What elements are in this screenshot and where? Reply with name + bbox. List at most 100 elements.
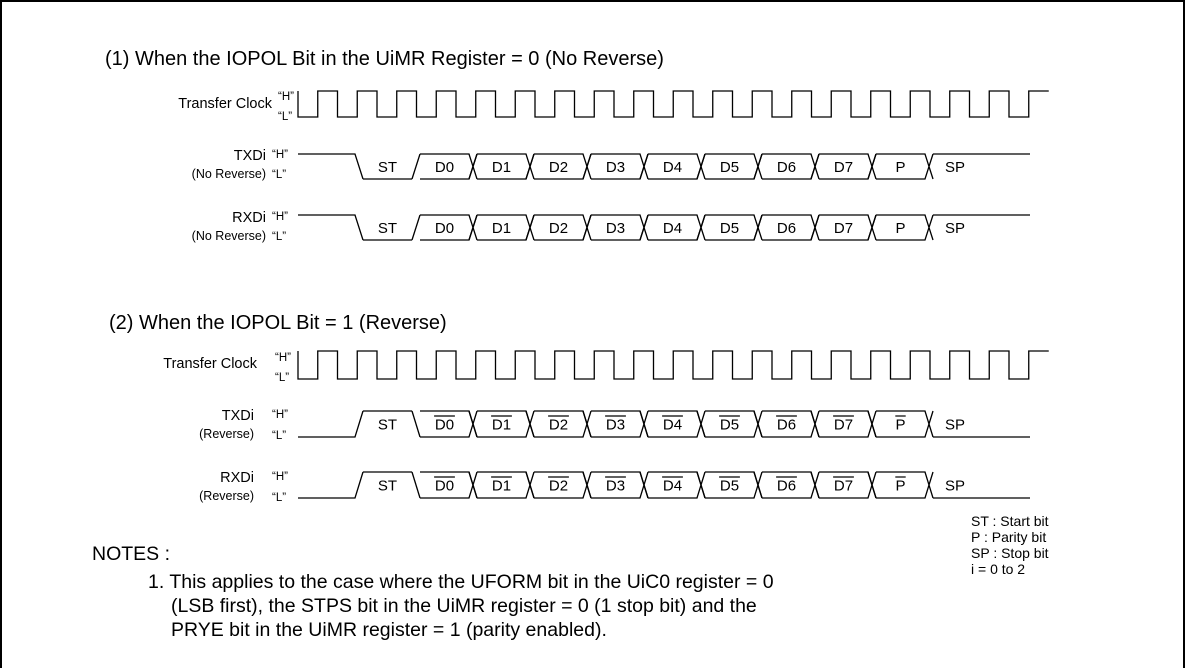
bit-label: D2 — [549, 478, 568, 495]
txd-wave-edge — [411, 410, 421, 438]
txd-wave-edge — [810, 410, 820, 438]
rxd-wave-cell — [876, 214, 934, 241]
rxd-wave-edge — [411, 471, 421, 499]
bit-label: D6 — [777, 220, 796, 237]
bit-label: D2 — [549, 159, 568, 176]
bit-label: D0 — [435, 417, 454, 434]
bit-label: D5 — [720, 417, 739, 434]
rxd-wave-edge — [867, 214, 877, 241]
bit-label: ST — [378, 478, 397, 495]
txd-wave-edge — [468, 410, 478, 438]
rxd-wave-edge — [810, 214, 820, 241]
high-level-label: “H” — [272, 149, 288, 161]
txd-wave-edge — [468, 153, 478, 180]
signal-name: TXDi — [222, 408, 254, 424]
txd-wave-edge — [753, 153, 763, 180]
bit-label: D4 — [663, 417, 682, 434]
bit-label: SP — [945, 417, 965, 434]
txd-wave-lead — [298, 410, 364, 438]
bit-label: P — [895, 417, 905, 434]
bit-label: D7 — [834, 159, 853, 176]
txd-wave-edge — [582, 153, 592, 180]
high-level-label: “H” — [278, 91, 294, 103]
note-line-2: (LSB first), the STPS bit in the UiMR re… — [171, 595, 757, 617]
section2-rxd-row: RXDi (Reverse) “H” “L” — [199, 470, 288, 504]
bit-label: D7 — [834, 478, 853, 495]
bit-label: D6 — [777, 478, 796, 495]
note-line-3: PRYE bit in the UiMR register = 1 (parit… — [171, 619, 607, 641]
rxd-wave-edge — [696, 471, 706, 499]
legend-index-range: i = 0 to 2 — [971, 561, 1025, 577]
low-level-label: “L” — [272, 169, 286, 181]
legend-stop-bit: SP : Stop bit — [971, 545, 1049, 561]
bit-label: ST — [378, 159, 397, 176]
bit-label: D7 — [834, 220, 853, 237]
txd-wave-edge — [639, 410, 649, 438]
rxd-wave-edge — [696, 214, 706, 241]
bit-label: D4 — [663, 159, 682, 176]
low-level-label: “L” — [272, 231, 286, 243]
rxd-wave-edge — [753, 214, 763, 241]
bit-label: D1 — [492, 417, 511, 434]
rxd-wave-edge — [639, 214, 649, 241]
high-level-label: “H” — [272, 409, 288, 421]
signal-subtitle: (Reverse) — [199, 489, 254, 503]
txd-wave-edge — [753, 410, 763, 438]
bit-label: D5 — [720, 220, 739, 237]
bit-label: SP — [945, 478, 965, 495]
section1-rxd-row: RXDi (No Reverse) “H” “L” — [192, 210, 288, 243]
section1-clock-row: Transfer Clock “H” “L” — [178, 91, 294, 123]
bit-label: D6 — [777, 417, 796, 434]
section1-title: (1) When the IOPOL Bit in the UiMR Regis… — [105, 48, 664, 70]
transfer-clock-wave — [297, 350, 1049, 380]
high-level-label: “H” — [272, 211, 288, 223]
bit-label: D1 — [492, 220, 511, 237]
bit-label: D2 — [549, 417, 568, 434]
low-level-label: “L” — [272, 492, 286, 504]
rxd-wave-edge — [411, 214, 421, 241]
txd-wave-edge — [525, 410, 535, 438]
txd-wave-edge — [582, 410, 592, 438]
bit-label: D0 — [435, 220, 454, 237]
txd-wave-edge — [867, 153, 877, 180]
rxd-wave-edge — [753, 471, 763, 499]
rxd-wave-lead — [298, 471, 364, 499]
bit-label: D6 — [777, 159, 796, 176]
txd-wave-cell — [876, 410, 934, 438]
low-level-label: “L” — [278, 111, 292, 123]
rxd-wave-edge — [468, 471, 478, 499]
txd-wave-cell — [876, 153, 934, 180]
rxd-wave-edge — [525, 471, 535, 499]
bit-label: D0 — [435, 159, 454, 176]
bit-label: D0 — [435, 478, 454, 495]
txd-wave-edge — [639, 153, 649, 180]
txd-wave-edge — [525, 153, 535, 180]
rxd-wave-edge — [525, 214, 535, 241]
bit-label: D5 — [720, 478, 739, 495]
section1-txd-row: TXDi (No Reverse) “H” “L” — [192, 148, 288, 181]
rxd-wave-edge — [468, 214, 478, 241]
rxd-wave-edge — [582, 214, 592, 241]
bit-label: D3 — [606, 159, 625, 176]
signal-name: Transfer Clock — [178, 96, 272, 112]
signal-subtitle: (No Reverse) — [192, 229, 266, 243]
txd-wave-lead — [298, 153, 364, 180]
bit-label: D4 — [663, 478, 682, 495]
notes-heading: NOTES : — [92, 543, 170, 565]
legend-parity-bit: P : Parity bit — [971, 529, 1046, 545]
bit-label: D1 — [492, 159, 511, 176]
txd-wave-edge — [810, 153, 820, 180]
bit-label: D3 — [606, 478, 625, 495]
low-level-label: “L” — [275, 372, 289, 384]
txd-wave-edge — [696, 153, 706, 180]
bit-label: SP — [945, 220, 965, 237]
bit-label: ST — [378, 417, 397, 434]
txd-wave-edge — [411, 153, 421, 180]
bit-label: D5 — [720, 159, 739, 176]
bit-label: D1 — [492, 478, 511, 495]
rxd-wave-edge — [867, 471, 877, 499]
txd-wave-edge — [696, 410, 706, 438]
signal-subtitle: (Reverse) — [199, 427, 254, 441]
